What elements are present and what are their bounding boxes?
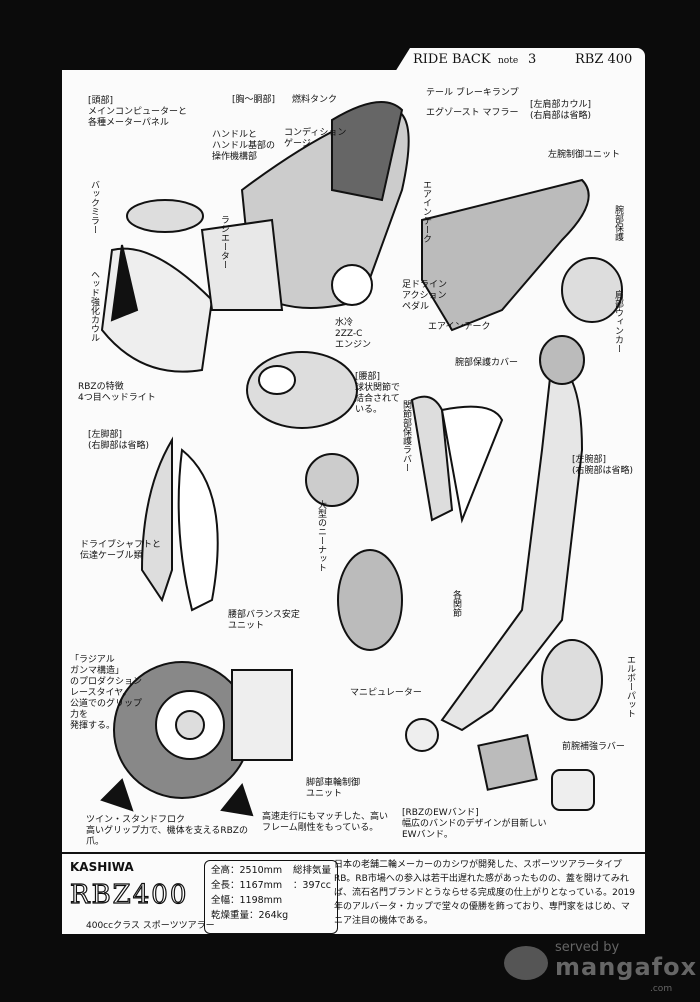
- displacement-value: ：397cc: [292, 880, 331, 891]
- stand-claws-drawing: [100, 778, 254, 817]
- spec-length: 全長：1167mm: [211, 880, 283, 891]
- model-name: RBZ400: [69, 879, 189, 910]
- watermark-served: served by: [555, 940, 620, 955]
- label-knee-nut: 大型のニーナット: [316, 500, 326, 572]
- knee-nut-drawing: [305, 453, 359, 507]
- arm-joint-drawing: [539, 335, 585, 385]
- label-left-leg: [左脚部] (右脚部は省略): [88, 430, 150, 451]
- label-twin-stand: ツイン・スタンドフロク 高いグリップ力で、機体を支えるRBZの爪。: [86, 815, 248, 847]
- model-title: RBZ 400: [575, 52, 633, 67]
- spec-width: 全幅：1198mm: [211, 895, 283, 906]
- label-tail-lamp: テール ブレーキランプ: [426, 88, 519, 98]
- head-unit-drawing: [126, 199, 204, 233]
- label-head-cowl: ヘッド強化カウル: [89, 270, 99, 342]
- model-class: 400ccクラス スポーツツアラー: [86, 921, 215, 931]
- elbow-pad-drawing: [541, 639, 603, 721]
- label-joints: 各関節: [451, 590, 461, 617]
- seat-drawing: [331, 101, 404, 202]
- label-drive-shaft: ドライブシャフトと 伝達ケーブル類: [80, 540, 162, 561]
- label-air-intake-top: エアインテーク: [421, 180, 431, 243]
- spec-weight: 乾燥重量：264kg: [211, 910, 289, 921]
- label-shoulder-protector: 腕部保護: [613, 205, 623, 241]
- small-unit-drawing: [551, 769, 595, 811]
- label-left-arm: [左腕部] (右腕部は省略): [572, 455, 634, 476]
- engine-drawing: [331, 264, 373, 306]
- note-label: note: [498, 56, 519, 66]
- leg-drawing: [140, 436, 173, 603]
- waist-joint-drawing: [258, 365, 296, 395]
- label-handle: ハンドルと ハンドル基部の 操作機構部: [212, 130, 276, 162]
- label-elbow-pad: エルボーパット: [625, 655, 635, 718]
- header-tab: RIDE BACK note 3 RBZ 400: [395, 48, 645, 72]
- watermark: served by mangafox .com: [500, 940, 700, 998]
- radiator-drawing: [200, 218, 284, 311]
- label-air-intake: エアインテーク: [428, 322, 491, 332]
- label-balance-unit: 腰部バランス安定 ユニット: [228, 610, 300, 631]
- mirror-drawing: [110, 244, 139, 322]
- displacement-label: 総排気量: [292, 865, 331, 876]
- label-arm-cover: 腕部保護カバー: [455, 358, 519, 368]
- label-frame: 高速走行にもマッチした、高い フレーム剛性をもっている。: [262, 812, 389, 833]
- maker-name: KASHIWA: [70, 860, 134, 874]
- label-forearm-rubber: 前腕補強ラバー: [562, 742, 625, 752]
- spec-box: KASHIWA RBZ400 400ccクラス スポーツツアラー 全高：2510…: [62, 852, 645, 934]
- series-title: RIDE BACK: [413, 52, 491, 67]
- chapter-number: 3: [528, 52, 537, 67]
- knee-pad-drawing: [337, 549, 403, 651]
- label-foot-pedal: 足ドライン アクション ペダル: [402, 280, 448, 312]
- label-back-mirror: バックミラー: [89, 180, 99, 234]
- spec-displacement: 総排気量 ：397cc: [293, 863, 331, 893]
- label-fuel-tank: 燃料タンク: [292, 95, 338, 105]
- arm-cover-drawing: [410, 395, 454, 522]
- label-shoulder-cowl: [左肩部カウル] (右肩部は省略): [530, 100, 592, 121]
- watermark-brand: mangafox: [555, 953, 698, 981]
- wheel-hub-drawing: [175, 710, 205, 740]
- label-head: [頭部] メインコンピューターと 各種メーターパネル: [88, 96, 188, 128]
- leg-cover-drawing: [177, 448, 219, 612]
- ew-band-drawing: [477, 734, 538, 791]
- label-condition-gauge: コンディション ゲージ: [284, 128, 347, 149]
- spec-height: 全高：2510mm: [211, 865, 283, 876]
- label-ew-band: [RBZのEWバンド] 幅広のバンドのデザインが目新しい EWバンド。: [402, 808, 547, 840]
- label-manipulator: マニピュレーター: [350, 688, 422, 698]
- arm-cover-side-drawing: [440, 405, 504, 524]
- label-waist: [腰部] 球状関節で 結合されて いる。: [355, 372, 401, 415]
- manipulator-drawing: [405, 718, 439, 752]
- label-engine: 水冷 2ZZ-C エンジン: [335, 318, 372, 350]
- fox-logo-icon: [504, 946, 548, 980]
- label-exhaust: エグゾースト マフラー: [426, 108, 519, 118]
- watermark-domain: .com: [650, 984, 673, 994]
- label-winker: 肩部ウィンカー: [613, 290, 623, 353]
- shoulder-cowl-drawing: [421, 178, 590, 332]
- label-chest: [胸～胴部]: [232, 95, 276, 105]
- label-arm-control: 左腕制御ユニット: [548, 150, 621, 160]
- label-wheel-control: 脚部車輪制御 ユニット: [306, 778, 361, 799]
- model-description: 日本の老舗二輪メーカーのカシワが開発した、スポーツツアラータイプRB。RB市場へ…: [334, 860, 636, 926]
- wheel-control-unit-drawing: [231, 669, 293, 761]
- label-headlight: RBZの特徴 4つ目ヘッドライト: [78, 382, 156, 403]
- label-radiator: ラジエーター: [219, 215, 229, 269]
- mech-illustrations: [100, 101, 623, 817]
- label-tire: 「ラジアル ガンマ構造」 のプロダクション レースタイヤ。 公道でのグリップ 力…: [70, 655, 143, 731]
- label-joint-rubber: 関節部保護ラバー: [401, 400, 411, 472]
- winker-drawing: [561, 257, 623, 323]
- spec-table: 全高：2510mm 全長：1167mm 全幅：1198mm 乾燥重量：264kg…: [204, 860, 338, 934]
